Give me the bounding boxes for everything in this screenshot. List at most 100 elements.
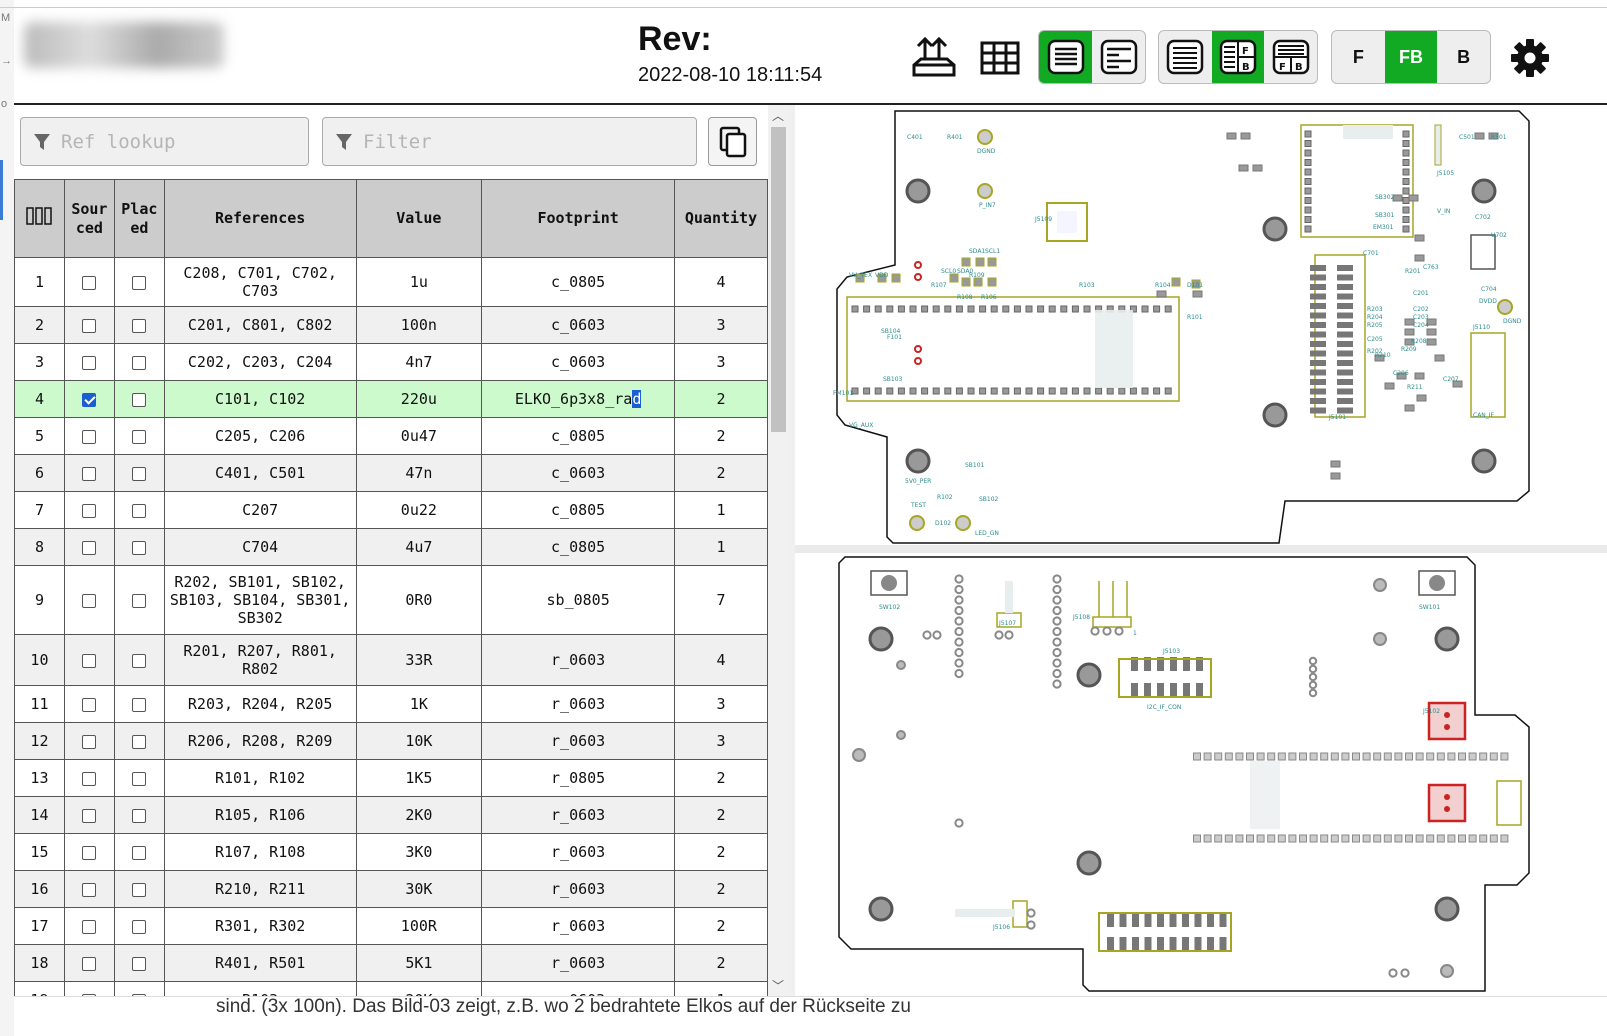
pcb-ref-label: SB103 bbox=[883, 376, 903, 383]
sourced-checkbox[interactable] bbox=[82, 275, 97, 290]
sourced-checkbox[interactable] bbox=[82, 993, 97, 996]
placed-checkbox[interactable] bbox=[132, 318, 147, 333]
placed-checkbox[interactable] bbox=[132, 697, 147, 712]
col-header-quantity[interactable]: Quantity bbox=[674, 179, 768, 258]
cell-references: C207 bbox=[163, 491, 357, 529]
placed-checkbox[interactable] bbox=[132, 734, 147, 749]
pcb-ref-label: R103 bbox=[1079, 282, 1095, 289]
placed-checkbox[interactable] bbox=[132, 503, 147, 518]
col-header-placed[interactable]: Plac ed bbox=[113, 179, 165, 258]
placed-checkbox[interactable] bbox=[132, 593, 147, 608]
grid-button[interactable] bbox=[974, 32, 1026, 84]
sourced-checkbox[interactable] bbox=[82, 355, 97, 370]
sourced-checkbox[interactable] bbox=[82, 919, 97, 934]
placed-checkbox[interactable] bbox=[132, 653, 147, 668]
both-sides-button[interactable]: FB bbox=[1384, 31, 1438, 83]
placed-checkbox[interactable] bbox=[132, 429, 147, 444]
bom-left-button[interactable]: F B bbox=[1211, 31, 1265, 83]
cell-sourced bbox=[63, 306, 115, 344]
grouped-bom-button[interactable] bbox=[1039, 31, 1092, 83]
cell-references: R210, R211 bbox=[163, 870, 357, 908]
bom-scrollbar[interactable]: ︿ ﹀ bbox=[768, 105, 789, 996]
upload-icon bbox=[912, 36, 956, 77]
ungrouped-bom-button[interactable] bbox=[1092, 31, 1145, 83]
copy-button[interactable] bbox=[708, 117, 757, 166]
sourced-checkbox[interactable] bbox=[82, 429, 97, 444]
sourced-checkbox[interactable] bbox=[82, 392, 97, 407]
sourced-checkbox[interactable] bbox=[82, 593, 97, 608]
sourced-checkbox[interactable] bbox=[82, 697, 97, 712]
settings-button[interactable] bbox=[1504, 32, 1556, 84]
sourced-checkbox[interactable] bbox=[82, 845, 97, 860]
upload-button[interactable] bbox=[908, 32, 960, 84]
sourced-checkbox[interactable] bbox=[82, 466, 97, 481]
placed-checkbox[interactable] bbox=[132, 845, 147, 860]
sourced-checkbox[interactable] bbox=[82, 540, 97, 555]
placed-checkbox[interactable] bbox=[132, 540, 147, 555]
col-header-footprint[interactable]: Footprint bbox=[481, 179, 676, 258]
placed-checkbox[interactable] bbox=[132, 919, 147, 934]
bom-only-button[interactable] bbox=[1159, 31, 1212, 83]
cell-value: 3K0 bbox=[355, 833, 483, 871]
placed-checkbox[interactable] bbox=[132, 808, 147, 823]
placed-checkbox[interactable] bbox=[132, 355, 147, 370]
pcb-ref-label: F101 bbox=[887, 334, 902, 341]
sourced-checkbox[interactable] bbox=[82, 771, 97, 786]
back-side-button[interactable]: B bbox=[1457, 46, 1471, 67]
placed-checkbox[interactable] bbox=[132, 392, 147, 407]
scrollbar-thumb[interactable] bbox=[771, 127, 786, 432]
table-row[interactable]: 19R10320Kr_06031 bbox=[14, 981, 768, 996]
sourced-checkbox[interactable] bbox=[82, 653, 97, 668]
sourced-checkbox[interactable] bbox=[82, 318, 97, 333]
bom-pane: Ref lookup Filter bbox=[14, 105, 789, 996]
filter-icon bbox=[34, 133, 50, 150]
bom-top-button[interactable]: F B bbox=[1264, 31, 1317, 83]
row-index: 13 bbox=[14, 759, 65, 797]
bom-table: Sour ced Plac ed References Value Footpr… bbox=[14, 179, 768, 996]
col-header-references[interactable]: References bbox=[163, 179, 357, 258]
placed-checkbox[interactable] bbox=[132, 771, 147, 786]
sourced-checkbox[interactable] bbox=[82, 503, 97, 518]
filter-input[interactable]: Filter bbox=[322, 117, 697, 166]
placed-checkbox[interactable] bbox=[132, 275, 147, 290]
col-header-index[interactable] bbox=[14, 179, 65, 258]
col-header-value[interactable]: Value bbox=[355, 179, 483, 258]
svg-text:F: F bbox=[1242, 46, 1249, 57]
front-side-button[interactable]: F bbox=[1352, 46, 1364, 67]
ref-lookup-input[interactable]: Ref lookup bbox=[20, 117, 309, 166]
sourced-checkbox[interactable] bbox=[82, 956, 97, 971]
sourced-checkbox[interactable] bbox=[82, 808, 97, 823]
sourced-checkbox[interactable] bbox=[82, 734, 97, 749]
pcb-ref-label: J5101 bbox=[1328, 414, 1346, 421]
placed-checkbox[interactable] bbox=[132, 993, 147, 996]
placed-checkbox[interactable] bbox=[132, 466, 147, 481]
col-header-sourced[interactable]: Sour ced bbox=[63, 179, 115, 258]
vertical-splitter[interactable] bbox=[789, 105, 795, 996]
sourced-checkbox[interactable] bbox=[82, 882, 97, 897]
horizontal-splitter[interactable] bbox=[795, 545, 1607, 553]
placed-checkbox[interactable] bbox=[132, 956, 147, 971]
placed-checkbox[interactable] bbox=[132, 882, 147, 897]
footprint-text: ELKO_6p3x8_ra bbox=[514, 390, 633, 408]
